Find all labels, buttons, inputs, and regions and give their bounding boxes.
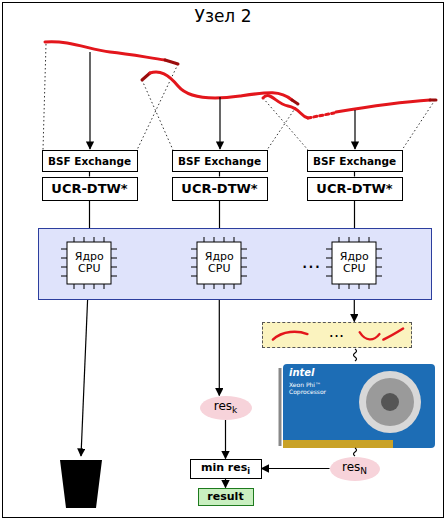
text-group: Ядро CPU: [334, 251, 374, 276]
text-group: UCR-DTW*: [181, 181, 257, 196]
node-text: UCR-DTW*: [181, 181, 257, 196]
text-group: UCR-DTW*: [316, 181, 392, 196]
process-box: min resi: [190, 459, 262, 479]
process-box: UCR-DTW*: [307, 177, 403, 201]
process-box: UCR-DTW*: [172, 177, 268, 201]
cpu-core: Ядро CPU: [326, 237, 382, 289]
node-text: UCR-DTW*: [51, 181, 127, 196]
node-text: k: [232, 406, 237, 416]
node-text: ...: [302, 249, 321, 273]
text-group: BSF Exchange: [313, 155, 396, 167]
process-box: UCR-DTW*: [42, 177, 138, 201]
process-box: resk: [200, 396, 252, 420]
node-text: min res: [201, 461, 247, 474]
cpu-core: Ядро CPU: [191, 237, 247, 289]
node-text: BSF Exchange: [48, 155, 131, 167]
node-text: N: [360, 467, 367, 477]
node-text: UCR-DTW*: [316, 181, 392, 196]
text-group: Ядро CPU: [199, 251, 239, 276]
node-text: res: [214, 399, 232, 413]
node-text: ...: [329, 322, 344, 341]
text-group: Узел 2: [195, 6, 252, 26]
process-box: result: [198, 488, 254, 506]
cpu-band: ... Ядро CPU Ядро CPU Ядро CPU: [38, 228, 432, 300]
card-label: intel: [289, 367, 315, 378]
node-text: BSF Exchange: [313, 155, 396, 167]
process-box: resN: [330, 457, 380, 481]
process-box: BSF Exchange: [172, 150, 268, 172]
text-group: ...: [302, 249, 321, 273]
arrow-connector: [225, 479, 226, 488]
arrow-connector: [225, 420, 226, 459]
text-group: UCR-DTW*: [51, 181, 127, 196]
text-group: min resi: [201, 461, 250, 476]
text-group: BSF Exchange: [178, 155, 261, 167]
text-group: resk: [214, 399, 238, 415]
arrow-connector: [262, 468, 330, 469]
text-group: resN: [342, 460, 367, 476]
process-box: BSF Exchange: [307, 150, 403, 172]
cpu-core: Ядро CPU: [61, 237, 117, 289]
node-text: BSF Exchange: [178, 155, 261, 167]
process-box: ...: [262, 322, 412, 348]
node-text: i: [247, 466, 250, 476]
node-text: Ядро CPU: [205, 250, 234, 276]
node-text: Ядро CPU: [75, 250, 104, 276]
text-group: result: [207, 490, 243, 503]
text-group: BSF Exchange: [48, 155, 131, 167]
node-text: Узел 2: [195, 6, 252, 26]
card-label: Xeon Phi™ Coprocessor: [289, 381, 337, 395]
arrow-connector: [219, 289, 220, 395]
process-box: BSF Exchange: [42, 150, 138, 172]
node-text: res: [342, 460, 360, 474]
node-text: Ядро CPU: [340, 250, 369, 276]
node-text: result: [207, 490, 243, 503]
text-group: ...: [329, 322, 344, 341]
text-group: Ядро CPU: [69, 251, 109, 276]
